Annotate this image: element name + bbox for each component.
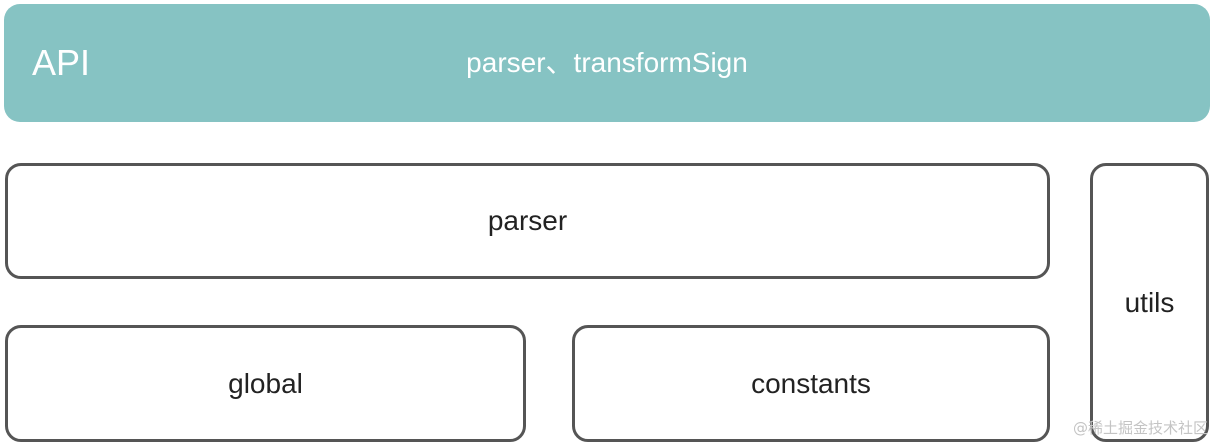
api-label: API (32, 42, 91, 83)
utils-module: utils (1090, 163, 1209, 442)
watermark: @稀土掘金技术社区 (1072, 419, 1208, 437)
constants-module: constants (572, 325, 1050, 442)
api-layer: API parser、transformSign (4, 4, 1210, 122)
api-description: parser、transformSign (466, 47, 748, 78)
parser-module-label: parser (487, 205, 568, 236)
global-module: global (5, 325, 526, 442)
utils-module-label: utils (1124, 286, 1175, 318)
parser-module: parser (5, 163, 1050, 279)
constants-module-label: constants (751, 367, 871, 399)
global-module-label: global (228, 367, 303, 399)
